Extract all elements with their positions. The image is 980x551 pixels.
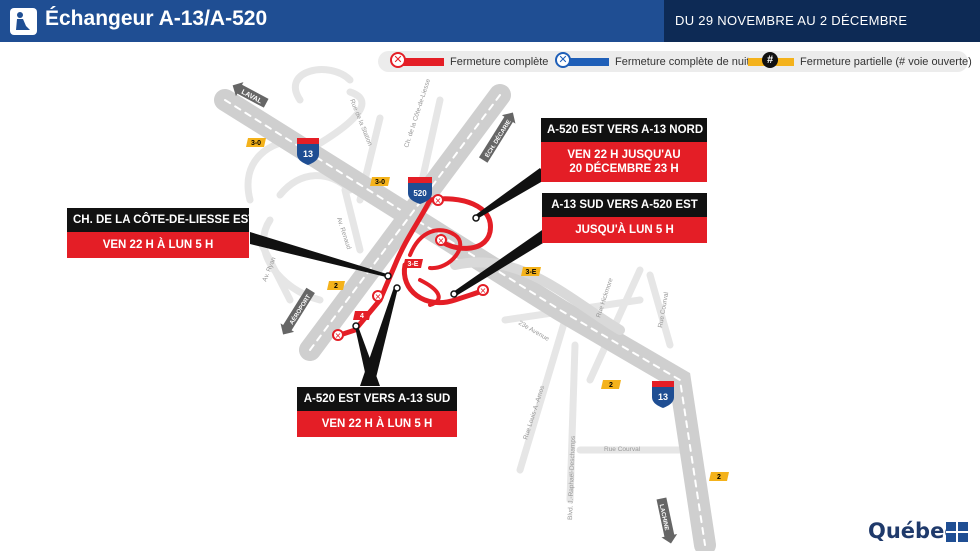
svg-text:4: 4 [360,313,364,320]
a13-shield-south: 13 [652,381,674,408]
lane-badge: 4 [353,311,371,320]
street-label: 23e Avenue [517,320,550,343]
street-label: Blvd. J.-Raphaël-Deschamps [567,435,577,520]
page-title: Échangeur A-13/A-520 [45,7,268,30]
svg-text:✕: ✕ [435,197,442,206]
lane-badges: 3-0 3-0 3-E 3-E 2 4 2 2 [246,138,729,481]
closure-x-icon: ✕ [435,234,447,246]
header-date-panel [664,0,980,42]
svg-text:LACHINE: LACHINE [658,504,669,531]
lane-badge: 3-E [521,267,541,276]
closure-x-icon: ✕ [372,290,384,302]
a13-shield-north: 13 [297,138,319,165]
quebec-flag-icon [946,522,968,542]
lane-badge: 3-0 [370,177,390,186]
closure-x-icon: ✕ [477,284,489,296]
svg-text:520: 520 [413,189,427,198]
direction-lachine: LACHINE [656,497,678,544]
callout-pointers [250,168,548,386]
callout-a13-sud-a520-est: A-13 SUD VERS A-520 EST JUSQU'À LUN 5 H [542,193,707,243]
quebec-logo: Québec [868,519,957,543]
svg-text:3-E: 3-E [408,261,419,268]
legend: ✕ Fermeture complète ✕ Fermeture complèt… [378,51,972,72]
svg-text:2: 2 [717,474,721,481]
night-closure-x-icon: ✕ [555,51,571,68]
lane-badge: 2 [327,281,345,290]
svg-text:2: 2 [334,283,338,290]
svg-text:✕: ✕ [335,332,342,341]
closure-x-icon: ✕ [432,194,444,206]
svg-text:3-E: 3-E [526,269,537,276]
lane-badge: 2 [601,380,621,389]
street-label: Rue Hickmore [595,277,615,319]
callout-cote-de-liesse-est: CH. DE LA CÔTE-DE-LIESSE EST VEN 22 H À … [67,208,255,258]
svg-text:3-0: 3-0 [375,179,385,186]
partial-closure-badge: # [762,51,778,68]
closure-x-icon: ✕ [390,51,406,68]
callout-a520-est-a13-sud: A-520 EST VERS A-13 SUD VEN 22 H À LUN 5… [297,387,457,437]
callout-pointer-dots [352,214,480,330]
a520-shield: 520 [408,177,432,204]
svg-text:13: 13 [303,149,313,159]
legend-partial-closure: # Fermeture partielle (# voie ouverte) [748,51,972,72]
svg-text:3-0: 3-0 [251,140,261,147]
highways [214,84,716,551]
svg-text:✕: ✕ [438,237,445,246]
street-label: Rue Courval [604,446,641,453]
legend-night-closure: ✕ Fermeture complète de nuit [555,51,750,72]
lane-badge: 3-0 [246,138,266,147]
street-label: Ch. de la Côte-de-Liesse [403,78,432,149]
closure-x-icon: ✕ [332,329,344,341]
svg-text:13: 13 [658,392,668,402]
callout-a520-est-a13-nord: A-520 EST VERS A-13 NORD VEN 22 H JUSQU'… [541,118,707,182]
closure-markers: ✕ ✕ ✕ ✕ ✕ [332,194,489,341]
svg-text:2: 2 [609,382,613,389]
lane-badge: 2 [709,472,729,481]
lane-badge: 3-E [403,259,423,268]
roadwork-icon [10,8,37,35]
legend-full-closure: ✕ Fermeture complète [390,51,548,72]
interchange-map: ✕ ✕ ✕ ✕ ✕ 13 520 13 3-0 3-0 3-E 3-E 2 [214,66,729,551]
date-range: DU 29 NOVEMBRE AU 2 DÉCEMBRE [675,13,908,28]
svg-text:✕: ✕ [375,293,382,302]
svg-text:✕: ✕ [480,287,487,296]
